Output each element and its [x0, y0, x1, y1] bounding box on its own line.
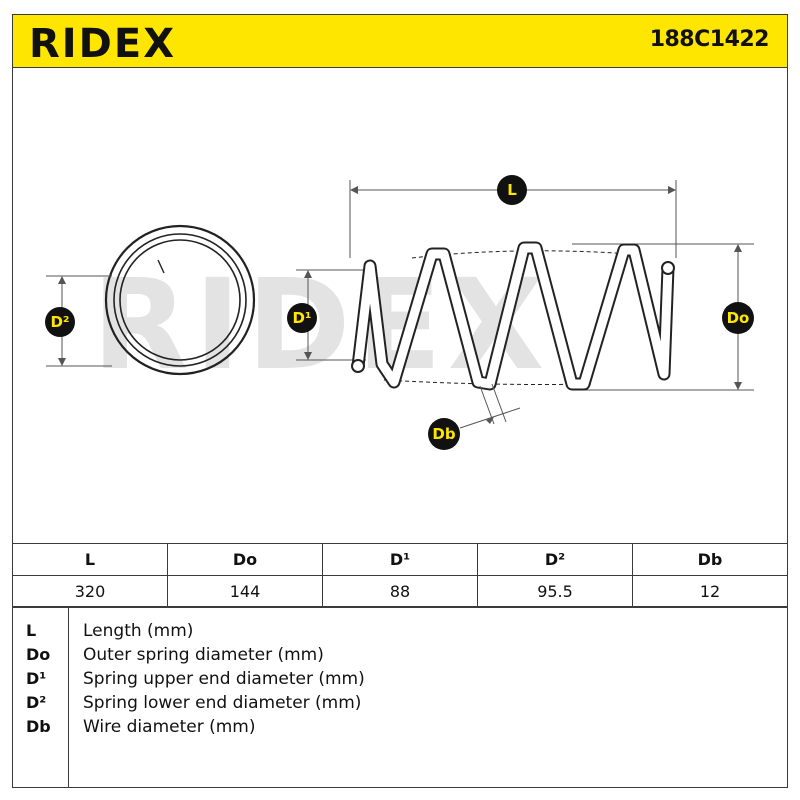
- db-dimension: Db: [428, 383, 521, 450]
- d2-badge-icon: [45, 307, 75, 337]
- spec-value-l: 320: [12, 575, 168, 608]
- spring-diagram: RIDEX D² L D¹: [45, 175, 754, 450]
- legend-code: D²: [26, 693, 47, 712]
- spec-header-do: Do: [167, 543, 323, 576]
- brand-logo-text: RIDEX: [29, 21, 176, 65]
- legend-desc: Spring lower end diameter (mm): [83, 693, 362, 713]
- header-bar: RIDEX 188C1422: [12, 14, 788, 68]
- legend-divider: [68, 607, 69, 788]
- db-badge-label: Db: [432, 425, 455, 443]
- do-badge-label: Do: [727, 309, 750, 327]
- legend: L Length (mm) Do Outer spring diameter (…: [12, 606, 788, 788]
- spec-table-value-row: 320 144 88 95.5 12: [12, 575, 788, 608]
- spec-table: L Do D¹ D² Db 320 144 88 95.5 12: [12, 543, 788, 608]
- legend-desc: Outer spring diameter (mm): [83, 645, 324, 665]
- spec-header-d1: D¹: [322, 543, 478, 576]
- spec-value-db: 12: [632, 575, 788, 608]
- spec-header-db: Db: [632, 543, 788, 576]
- d1-badge-icon: [287, 303, 317, 333]
- spec-value-do: 144: [167, 575, 323, 608]
- do-dimension: Do: [572, 243, 754, 391]
- d2-badge-label: D²: [50, 313, 69, 331]
- db-badge-icon: [428, 418, 460, 450]
- legend-code: D¹: [26, 669, 47, 688]
- legend-item: Do Outer spring diameter (mm): [12, 645, 788, 669]
- legend-desc: Spring upper end diameter (mm): [83, 669, 365, 689]
- spec-value-d2: 95.5: [477, 575, 633, 608]
- part-number: 188C1422: [649, 27, 770, 52]
- spring-end-ring-icon: [104, 224, 256, 376]
- legend-desc: Length (mm): [83, 621, 194, 641]
- spec-table-header-row: L Do D¹ D² Db: [12, 543, 788, 576]
- legend-code: L: [26, 621, 37, 640]
- spec-header-l: L: [12, 543, 168, 576]
- length-badge-label: L: [507, 181, 517, 199]
- d1-badge-label: D¹: [292, 309, 311, 327]
- legend-item: D² Spring lower end diameter (mm): [12, 693, 788, 717]
- spec-header-d2: D²: [477, 543, 633, 576]
- d1-dimension: D¹: [287, 269, 366, 361]
- coil-spring-icon: [351, 241, 675, 391]
- length-dimension: L: [349, 175, 677, 258]
- length-badge-icon: [497, 175, 527, 205]
- brand-logo: RIDEX: [29, 21, 176, 65]
- d2-dimension: D²: [45, 275, 112, 367]
- legend-item: D¹ Spring upper end diameter (mm): [12, 669, 788, 693]
- legend-desc: Wire diameter (mm): [83, 717, 256, 737]
- legend-item: L Length (mm): [12, 621, 788, 645]
- do-badge-icon: [722, 302, 754, 334]
- spec-value-d1: 88: [322, 575, 478, 608]
- legend-code: Db: [26, 717, 51, 736]
- legend-item: Db Wire diameter (mm): [12, 717, 788, 741]
- legend-code: Do: [26, 645, 51, 664]
